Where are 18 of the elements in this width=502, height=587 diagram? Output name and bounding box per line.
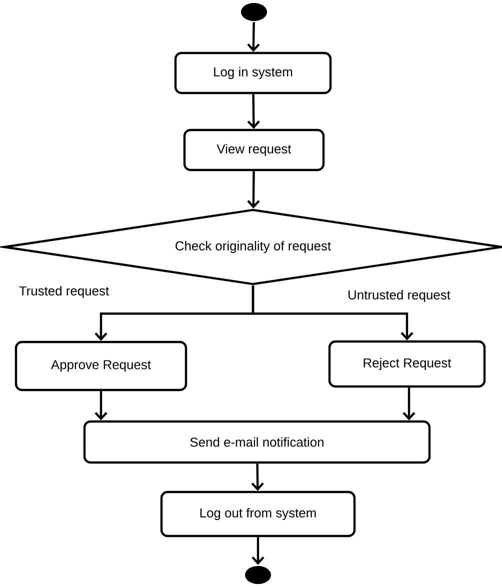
arrow	[247, 22, 260, 52]
arrow	[252, 286, 414, 340]
activity-box: Send e-mail notification	[83, 420, 431, 464]
edge-label: Trusted request	[19, 286, 109, 298]
arrow	[402, 388, 416, 420]
arrow	[94, 391, 108, 420]
activity-box: Approve Request	[14, 340, 188, 392]
arrow	[247, 171, 260, 208]
activity-box: Reject Request	[328, 340, 486, 388]
arrow	[247, 94, 260, 129]
terminal-dot	[241, 3, 267, 21]
activity-box: View request	[183, 128, 325, 172]
edge-label: Untrusted request	[348, 290, 450, 302]
terminal-dot	[245, 566, 271, 584]
activity-box: Log in system	[174, 52, 332, 94]
arrow	[252, 537, 264, 565]
arrow	[251, 464, 264, 491]
activity-box: Log out from system	[160, 490, 356, 538]
